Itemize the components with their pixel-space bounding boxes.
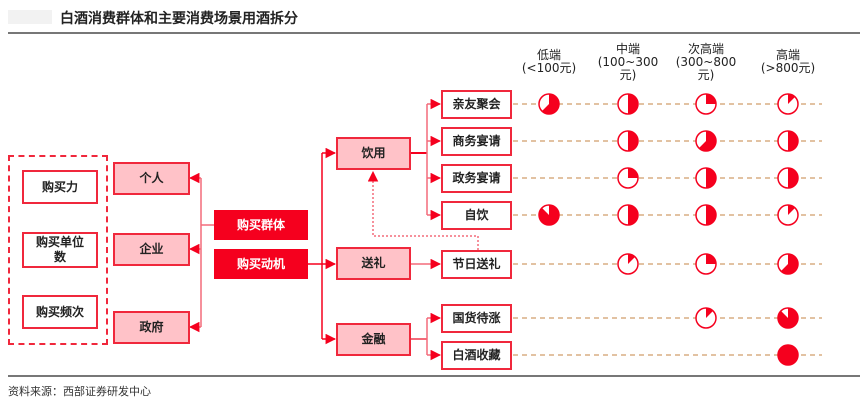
- motive-label: 饮用: [361, 146, 386, 160]
- tier-range: (100~300: [597, 55, 659, 69]
- harvey-ball-fill: [628, 205, 638, 225]
- node-label: 购买群体: [236, 217, 285, 232]
- scenario-label: 商务宴请: [452, 134, 501, 148]
- harvey-ball: [777, 167, 799, 189]
- scenario-self-drinking: 自饮: [441, 201, 512, 230]
- tier-range: (300~800: [675, 55, 737, 69]
- factor-label: 购买单位数: [35, 235, 84, 264]
- motive-finance: 金融: [336, 323, 411, 356]
- group-label: 政府: [139, 320, 164, 334]
- scenario-label: 白酒收藏: [452, 348, 501, 362]
- tier-range-cont: 元): [697, 68, 715, 82]
- harvey-ball: [617, 253, 639, 275]
- scenario-domestic-appreciation: 国货待涨: [441, 304, 512, 333]
- node-buyer-group: 购买群体: [214, 210, 308, 240]
- group-enterprise: 企业: [113, 233, 190, 266]
- top-divider: [8, 32, 860, 34]
- harvey-ball: [617, 204, 639, 226]
- harvey-ball: [617, 130, 639, 152]
- scenario-label: 国货待涨: [452, 311, 501, 325]
- motive-label: 送礼: [361, 256, 386, 270]
- factor-purchase-frequency: 购买频次: [22, 295, 98, 329]
- purchase-factors-frame: [8, 155, 108, 345]
- scenario-baijiu-collection: 白酒收藏: [441, 341, 512, 370]
- harvey-ball: [777, 253, 799, 275]
- tier-range-cont: 元): [619, 68, 637, 82]
- scenario-label: 政务宴请: [452, 171, 501, 185]
- harvey-ball: [695, 167, 717, 189]
- harvey-ball-fill: [541, 94, 559, 114]
- tier-header-low: 低端 (<100元): [509, 49, 589, 75]
- figure-title: 白酒消费群体和主要消费场景用酒拆分: [60, 11, 298, 27]
- harvey-ball-fill: [706, 168, 716, 188]
- harvey-ball-fill: [628, 168, 638, 178]
- tier-range: (>800元): [760, 61, 816, 75]
- bottom-divider: [8, 375, 860, 377]
- harvey-ball: [777, 344, 799, 366]
- factor-purchase-units: 购买单位数: [22, 232, 98, 268]
- group-individual: 个人: [113, 162, 190, 195]
- factor-label: 购买频次: [35, 304, 84, 319]
- harvey-ball-fill: [706, 205, 716, 225]
- node-purchase-motive: 购买动机: [214, 249, 308, 279]
- harvey-ball: [695, 130, 717, 152]
- scenario-government-banquet: 政务宴请: [441, 164, 512, 193]
- tier-header-mid: 中端 (100~300 元): [588, 43, 668, 82]
- scenario-festival-gift: 节日送礼: [441, 250, 512, 279]
- harvey-ball-fill: [706, 308, 714, 318]
- group-government: 政府: [113, 311, 190, 344]
- figure-number-mark: [8, 10, 52, 24]
- harvey-ball: [695, 307, 717, 329]
- harvey-ball-fill: [628, 131, 638, 151]
- tier-header-upper-mid: 次高端 (300~800 元): [666, 43, 746, 82]
- harvey-ball: [617, 93, 639, 115]
- tier-name: 低端: [536, 48, 561, 62]
- group-label: 企业: [139, 242, 164, 256]
- scenario-business-banquet: 商务宴请: [441, 127, 512, 156]
- harvey-ball-fill: [780, 254, 798, 274]
- harvey-ball-fill: [788, 168, 798, 188]
- harvey-ball: [695, 253, 717, 275]
- harvey-ball-fill: [778, 308, 799, 329]
- tier-name: 中端: [615, 42, 640, 56]
- harvey-ball-fill: [539, 205, 560, 225]
- group-label: 个人: [139, 171, 164, 185]
- harvey-ball-fill: [788, 205, 796, 215]
- harvey-ball: [777, 307, 799, 329]
- harvey-ball: [538, 204, 560, 226]
- harvey-ball-fill: [788, 131, 798, 151]
- factor-purchasing-power: 购买力: [22, 170, 98, 204]
- scenario-label: 节日送礼: [452, 257, 501, 271]
- motive-drinking: 饮用: [336, 137, 411, 170]
- harvey-ball: [617, 167, 639, 189]
- harvey-ball-fill: [698, 131, 716, 151]
- harvey-ball: [777, 93, 799, 115]
- scenario-label: 亲友聚会: [452, 97, 501, 111]
- tier-name: 高端: [775, 48, 800, 62]
- tier-name: 次高端: [687, 42, 724, 56]
- harvey-ball-fill: [706, 254, 716, 264]
- harvey-ball-fill: [628, 254, 636, 264]
- source-note: 资料来源：西部证券研发中心: [8, 385, 151, 398]
- harvey-ball-outline: [777, 344, 799, 366]
- motive-label: 金融: [361, 332, 386, 346]
- harvey-ball: [538, 93, 560, 115]
- motive-gifting: 送礼: [336, 247, 411, 280]
- harvey-ball: [695, 93, 717, 115]
- harvey-ball: [777, 130, 799, 152]
- factor-label: 购买力: [41, 179, 78, 194]
- harvey-ball-fill: [788, 94, 796, 104]
- node-label: 购买动机: [236, 256, 285, 271]
- tier-header-high: 高端 (>800元): [748, 49, 828, 75]
- scenario-family-gathering: 亲友聚会: [441, 90, 512, 119]
- tier-range: (<100元): [521, 61, 577, 75]
- harvey-ball-fill: [628, 94, 638, 114]
- scenario-label: 自饮: [464, 208, 489, 222]
- harvey-ball: [777, 204, 799, 226]
- harvey-ball: [695, 204, 717, 226]
- harvey-ball-fill: [706, 94, 716, 104]
